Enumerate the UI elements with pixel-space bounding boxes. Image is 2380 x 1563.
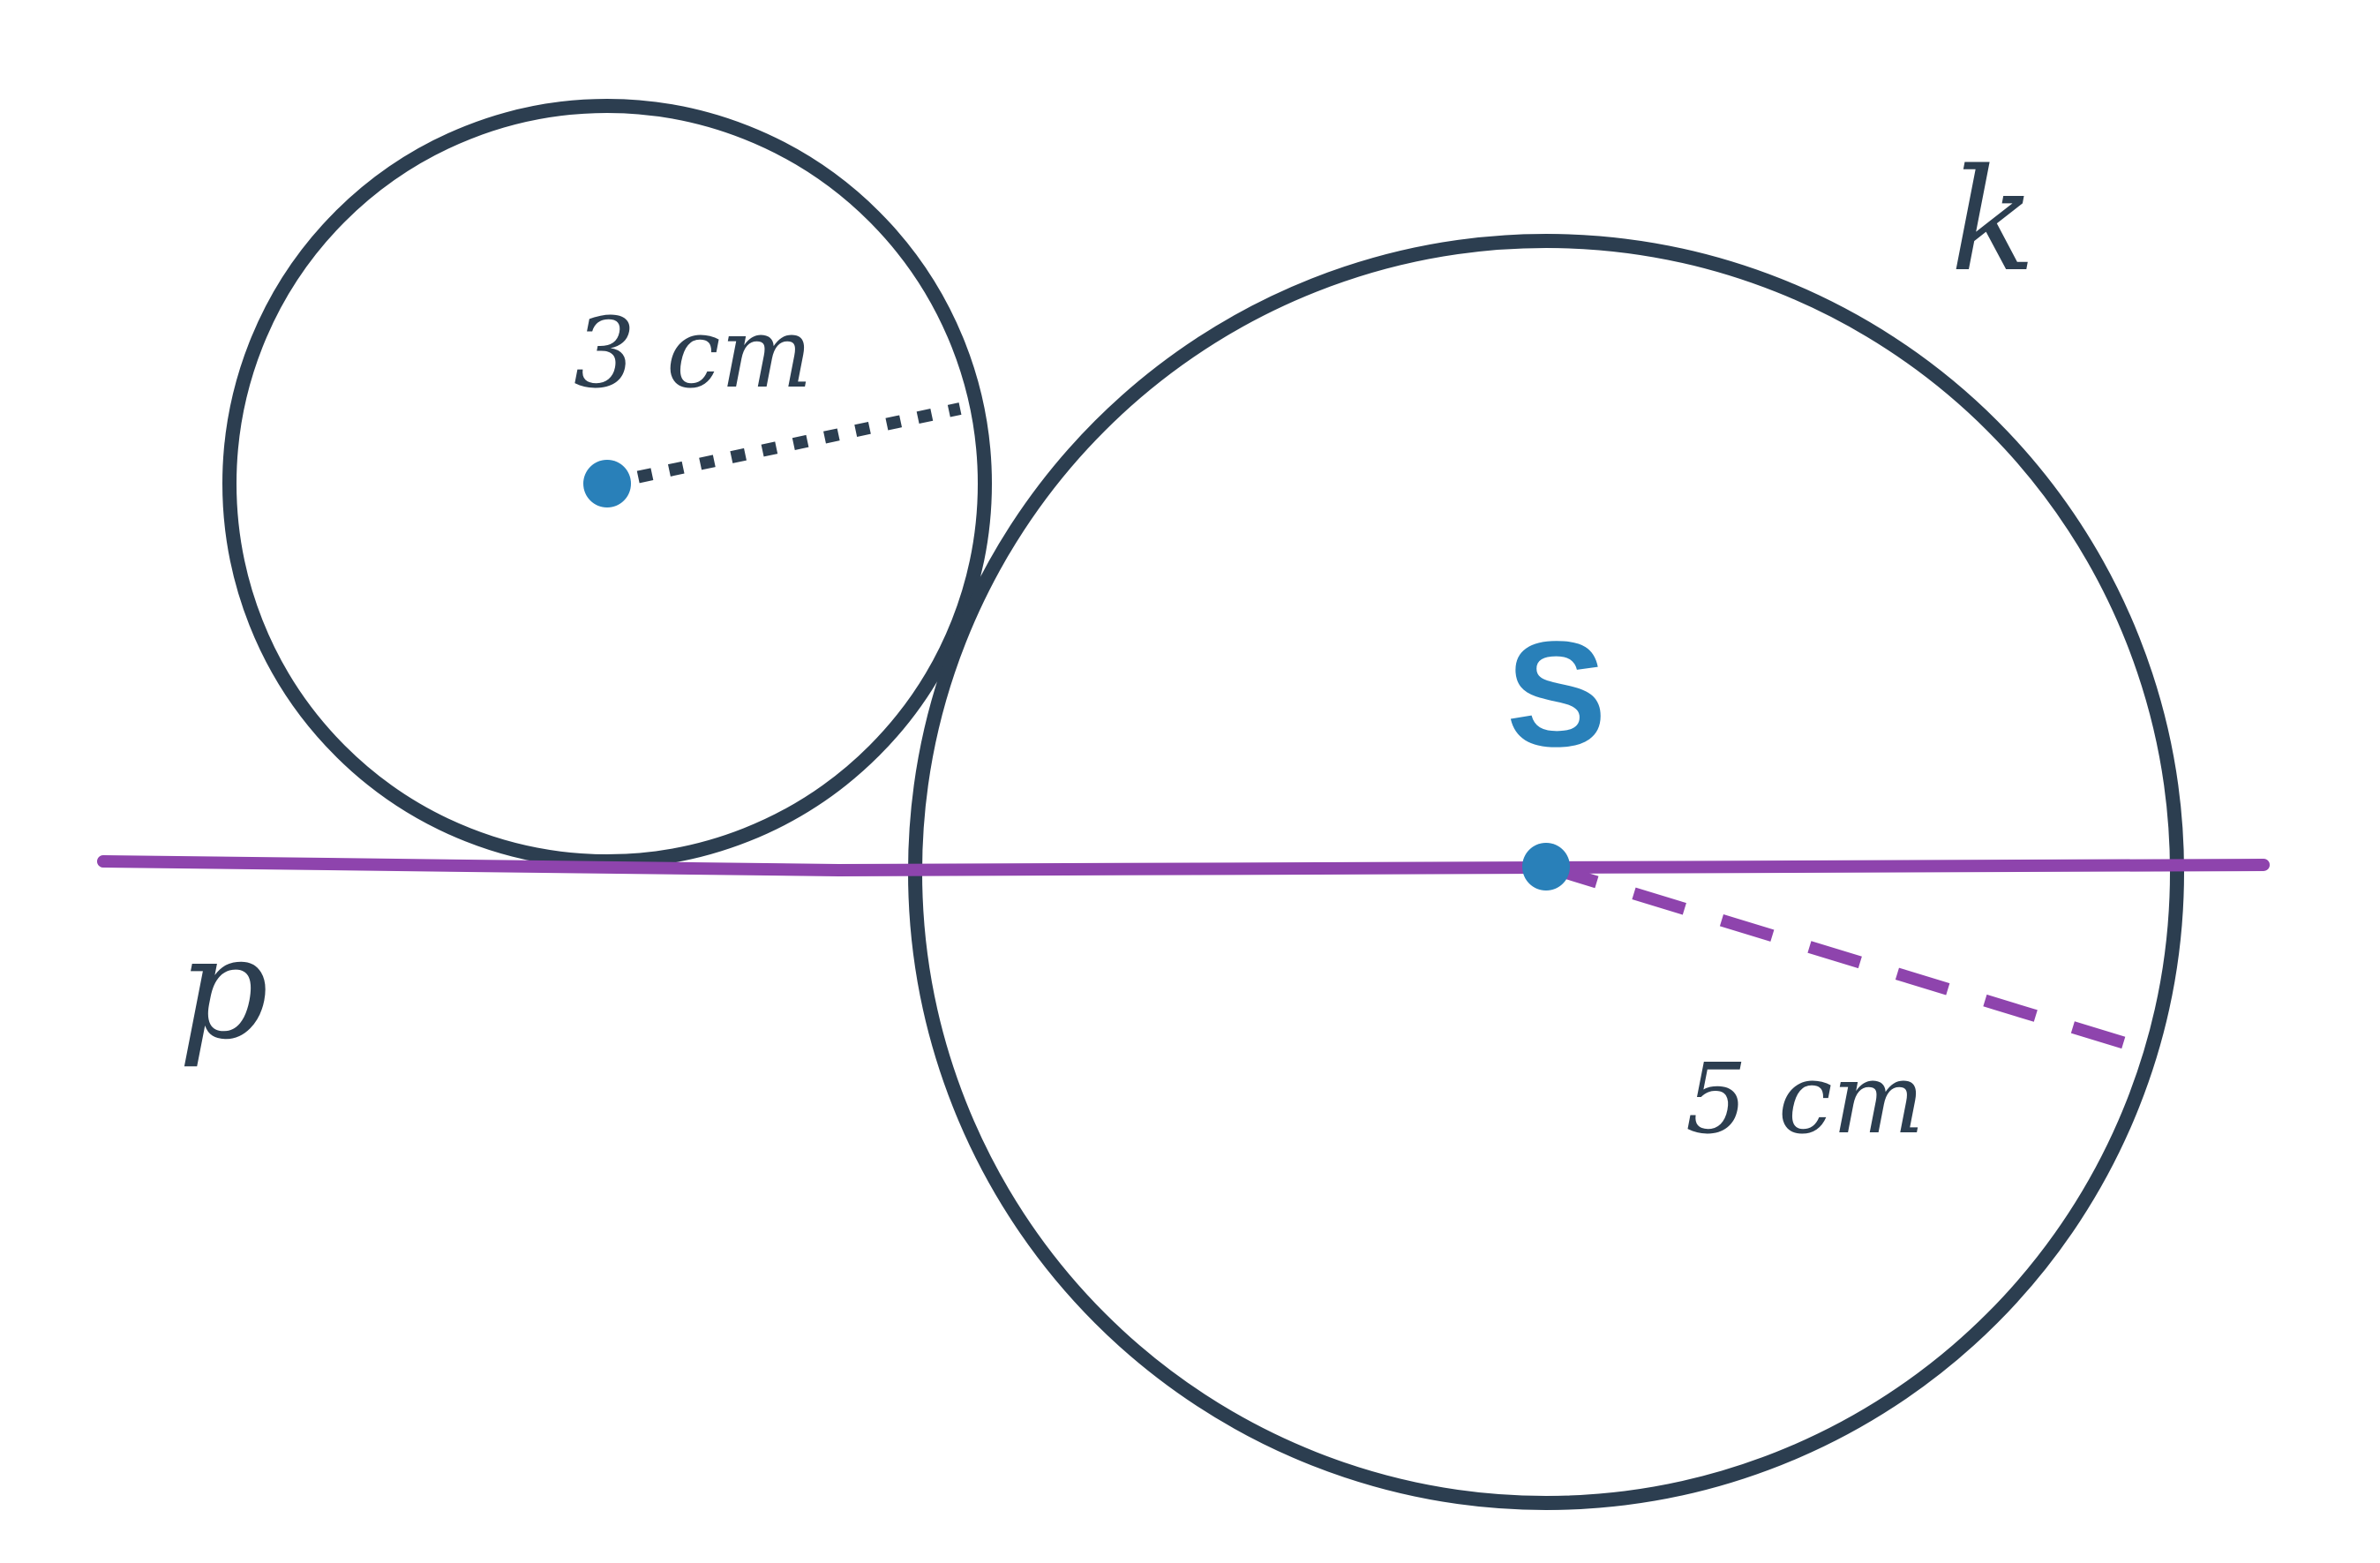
small-radius-segment: [605, 402, 962, 490]
small-radius-label: 3 cm: [574, 297, 813, 410]
center-point-s: [1522, 843, 1570, 890]
line-p: [97, 855, 2270, 876]
large-radius-segment: [1543, 860, 2136, 1052]
circle-k-label: k: [1950, 138, 2036, 303]
large-radius-label: 5 cm: [1686, 1042, 1925, 1155]
line-p-label: p: [178, 905, 268, 1071]
center-s-label: S: [1506, 611, 1606, 778]
small-circle-center-point: [583, 460, 631, 507]
